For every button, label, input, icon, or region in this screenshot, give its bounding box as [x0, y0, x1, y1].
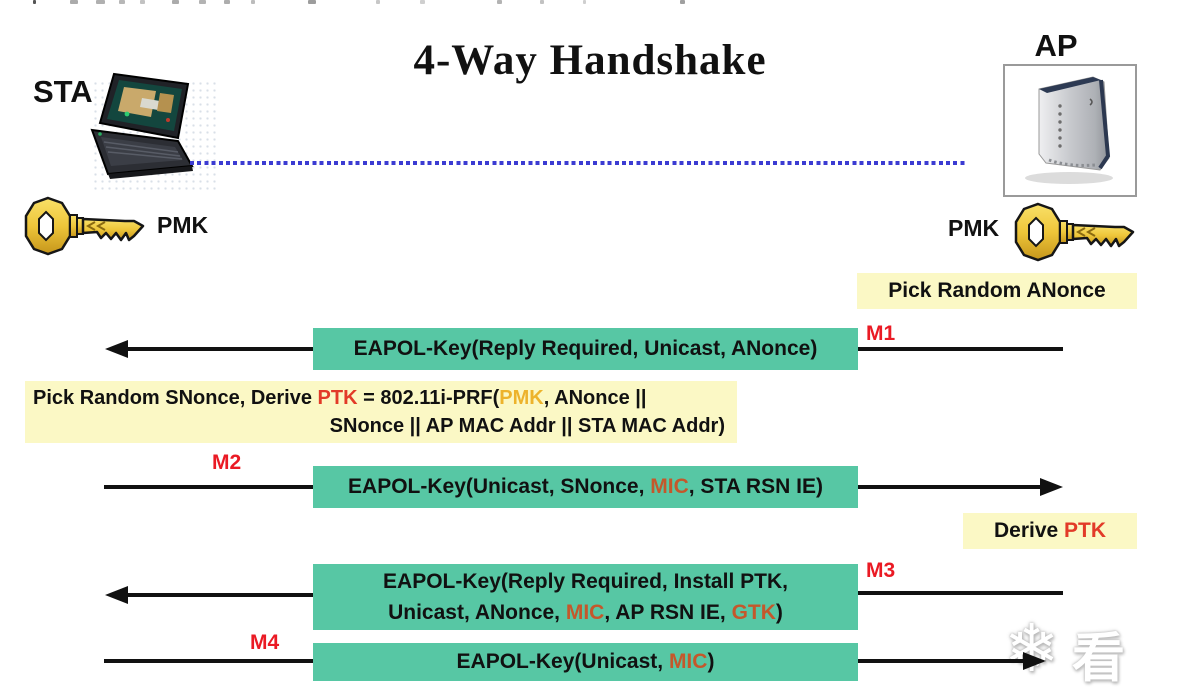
note-pick-random-anonce: Pick Random ANonce: [857, 273, 1137, 309]
m3-line-left: [124, 593, 313, 597]
m2-line-right: [858, 485, 1042, 489]
pmk-key-icon: [1012, 194, 1142, 275]
wireless-link-dotted-line: [190, 161, 965, 165]
m2-arrowhead-right: [1040, 478, 1063, 496]
ptk-highlight: PTK: [1064, 519, 1107, 542]
ptk-highlight: PTK: [317, 387, 358, 409]
pmk-key-icon: [22, 188, 152, 269]
m4-line-left: [104, 659, 313, 663]
m2-message-box: EAPOL-Key(Unicast, SNonce, MIC, STA RSN …: [313, 466, 858, 508]
ap-pmk-label: PMK: [948, 215, 1000, 241]
sta-label: STA: [33, 74, 93, 109]
m4-arrowhead-right: [1023, 652, 1046, 670]
snowflake-icon: ❄: [1004, 611, 1060, 685]
m2-label: M2: [212, 451, 242, 474]
m1-arrowhead-left: [105, 340, 128, 358]
m3-line-right: [858, 591, 1063, 595]
sta-pmk-label: PMK: [157, 212, 209, 238]
note-derive-ptk: Derive PTK: [963, 513, 1137, 549]
sta-laptop-image: [84, 68, 212, 199]
m4-label: M4: [250, 631, 280, 654]
m1-line-right: [858, 347, 1063, 351]
m3-arrowhead-left: [105, 586, 128, 604]
mic-highlight: MIC: [668, 650, 708, 673]
m1-line-left: [124, 347, 313, 351]
watermark-text: 看雪: [1072, 628, 1129, 689]
m1-message-box: EAPOL-Key(Reply Required, Unicast, ANonc…: [313, 328, 858, 370]
mic-highlight: MIC: [650, 475, 689, 498]
ap-label: AP: [1034, 28, 1078, 63]
ap-device-image: [1003, 64, 1137, 197]
mic-highlight: MIC: [565, 601, 605, 624]
m3-message-box: EAPOL-Key(Reply Required, Install PTK, U…: [313, 564, 858, 630]
note-derive-ptk-formula: Pick Random SNonce, Derive PTK = 802.11i…: [25, 381, 737, 443]
m3-label: M3: [866, 559, 896, 582]
m1-label: M1: [866, 322, 896, 345]
m4-message-box: EAPOL-Key(Unicast, MIC): [313, 643, 858, 681]
page-title: 4-Way Handshake: [413, 37, 767, 84]
m4-line-right: [858, 659, 1025, 663]
pmk-highlight: PMK: [499, 387, 544, 409]
gtk-highlight: GTK: [731, 601, 776, 624]
m2-line-left: [104, 485, 313, 489]
